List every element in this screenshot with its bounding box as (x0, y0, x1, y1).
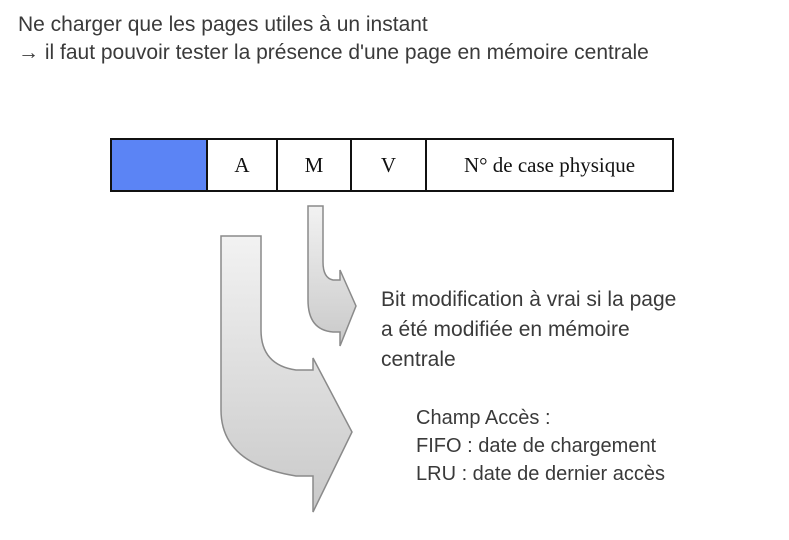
modification-note-line: a été modifiée en mémoire (381, 318, 630, 341)
presence-bit-cell (112, 140, 208, 190)
page-table-entry: A M V N° de case physique (110, 138, 674, 192)
access-field-note: Champ Accès : FIFO : date de chargement … (416, 404, 665, 488)
access-note-line: FIFO : date de chargement (416, 435, 657, 457)
validity-bit-cell: V (352, 140, 427, 190)
heading-line-1: Ne charger que les pages utiles à un ins… (18, 13, 428, 36)
physical-frame-number-cell: N° de case physique (463, 152, 636, 177)
access-field-cell: A (208, 140, 278, 190)
access-note-line: LRU : date de dernier accès (416, 463, 666, 485)
modification-bit-note: Bit modification à vrai si la page a été… (381, 285, 676, 375)
modification-curved-arrow (307, 205, 357, 347)
modification-bit-cell: M (278, 140, 352, 190)
modification-note-line: Bit modification à vrai si la page (381, 288, 677, 311)
access-note-line: Champ Accès : (416, 407, 551, 429)
access-curved-arrow (220, 235, 353, 513)
modification-note-line: centrale (381, 348, 456, 371)
heading-line-2: → il faut pouvoir tester la présence d'u… (18, 41, 649, 64)
